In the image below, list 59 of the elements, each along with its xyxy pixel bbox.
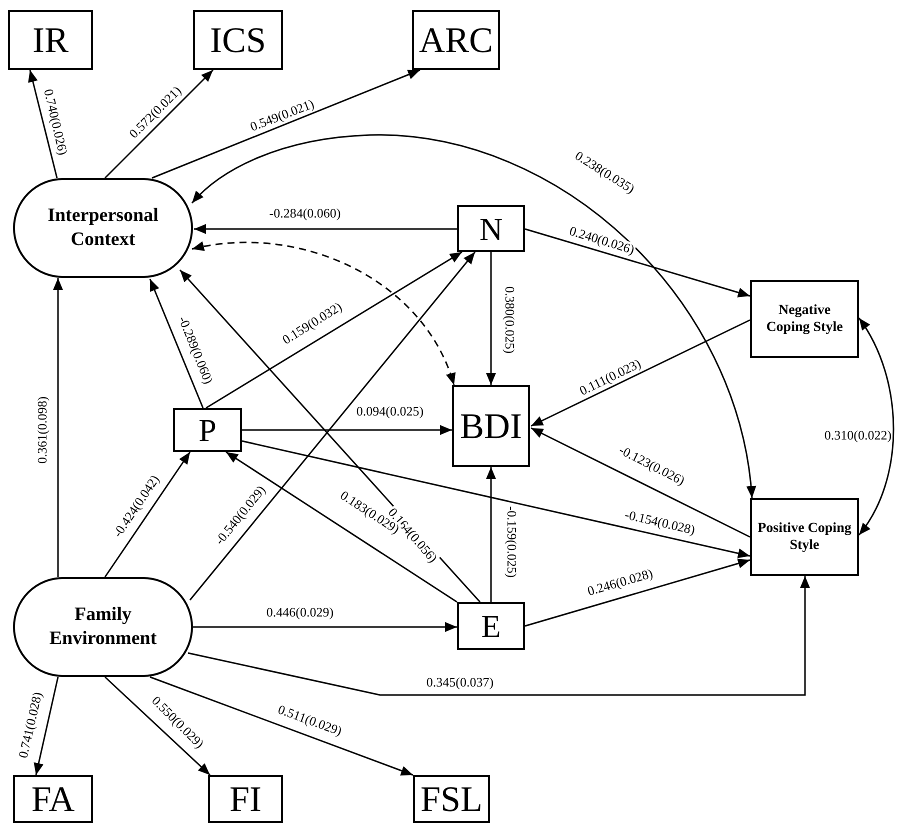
arrow xyxy=(149,278,204,408)
variable-box xyxy=(412,10,500,70)
node-label: FSL xyxy=(419,781,484,817)
edge-label: -0.159(0.025) xyxy=(506,505,518,579)
variable-box xyxy=(173,408,242,452)
variable-box xyxy=(8,10,93,70)
node-label: Positive Coping Style xyxy=(756,520,852,554)
node-label: Interpersonal Context xyxy=(46,204,160,252)
edge-label: 0.094(0.025) xyxy=(355,404,425,418)
node-label: N xyxy=(478,212,504,244)
arrow xyxy=(104,69,214,179)
variable-box xyxy=(457,602,525,650)
arrow xyxy=(242,440,750,558)
variable-box xyxy=(13,775,93,823)
arrow xyxy=(150,676,414,776)
node-label: IR xyxy=(32,22,70,58)
variable-box xyxy=(457,205,525,252)
arrow xyxy=(524,558,750,627)
arrow xyxy=(53,278,63,577)
node-label: Negative Coping Style xyxy=(765,302,844,336)
node-label: E xyxy=(480,610,502,642)
node-label: FA xyxy=(30,781,76,817)
arrow xyxy=(192,242,455,386)
node-label: ICS xyxy=(208,22,268,58)
arrow xyxy=(191,134,756,498)
variable-box xyxy=(750,498,859,576)
arrow xyxy=(486,252,496,385)
arrow xyxy=(530,319,750,427)
arrow xyxy=(858,318,894,536)
node-label: FI xyxy=(228,781,262,817)
edge-label: 0.361(0.098) xyxy=(36,395,48,465)
variable-box xyxy=(208,775,283,823)
edge-label: 0.310(0.022) xyxy=(823,428,893,442)
arrow xyxy=(34,676,59,776)
arrow xyxy=(226,451,458,603)
variable-box xyxy=(413,775,490,823)
edge-label: 0.446(0.029) xyxy=(265,606,335,618)
edge-label: -0.284(0.060) xyxy=(268,206,342,220)
edge-label: 0.380(0.025) xyxy=(504,285,516,355)
arrow xyxy=(188,576,810,696)
edge-label: 0.345(0.037) xyxy=(425,676,495,688)
arrow xyxy=(194,224,457,234)
arrow xyxy=(104,676,211,776)
arrow xyxy=(486,467,496,602)
arrow xyxy=(104,452,191,578)
node-label: Family Environment xyxy=(48,603,158,651)
node-label: P xyxy=(198,414,218,446)
variable-box xyxy=(193,10,283,70)
arrow xyxy=(152,69,420,179)
variable-box xyxy=(452,385,530,467)
node-label: ARC xyxy=(418,22,494,58)
arrow xyxy=(28,70,58,178)
arrow xyxy=(193,622,457,632)
arrow xyxy=(242,425,452,435)
node-label: BDI xyxy=(459,408,523,444)
arrow xyxy=(524,228,750,298)
arrow xyxy=(530,427,750,538)
variable-box xyxy=(750,280,859,358)
arrow xyxy=(206,251,462,409)
